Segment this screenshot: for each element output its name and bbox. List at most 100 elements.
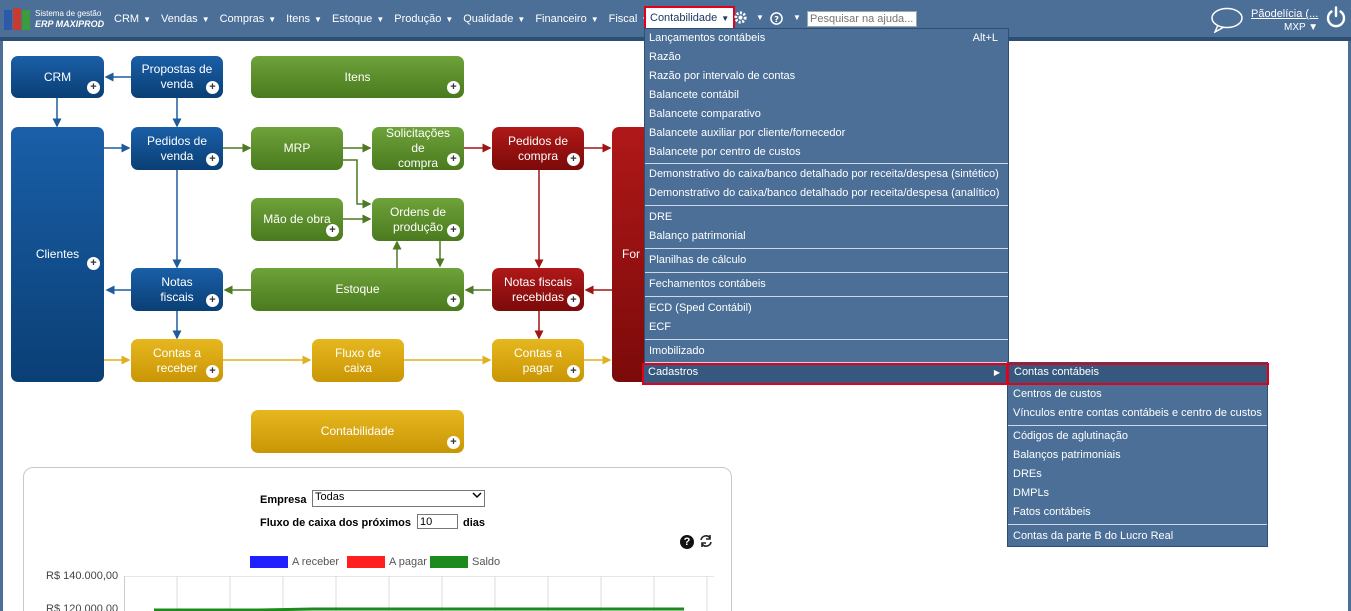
node-label: Mão de obra <box>263 212 331 226</box>
fluxo-label: Fluxo de caixa dos próximos <box>260 517 411 529</box>
maxiprod-logo[interactable] <box>4 8 32 30</box>
add-icon[interactable]: + <box>326 224 339 237</box>
node-contabilidade[interactable]: Contabilidade + <box>251 410 464 453</box>
menu-vendas[interactable]: Vendas▼ <box>161 13 210 25</box>
submenu-item-dmpls[interactable]: DMPLs <box>1008 484 1267 503</box>
menu-item-planilhas-calculo[interactable]: Planilhas de cálculo <box>645 251 1008 270</box>
menu-item-razao[interactable]: Razão <box>645 48 1008 67</box>
cadastros-submenu: Contas contábeis Centros de custos Víncu… <box>1007 362 1269 547</box>
submenu-item-vinculos[interactable]: Vínculos entre contas contábeis e centro… <box>1008 404 1267 423</box>
submenu-item-fatos-contabeis[interactable]: Fatos contábeis <box>1008 503 1267 522</box>
menu-item-razao-intervalo[interactable]: Razão por intervalo de contas <box>645 67 1008 86</box>
menu-item-balanco-patrimonial[interactable]: Balanço patrimonial <box>645 227 1008 246</box>
submenu-item-centros-custos[interactable]: Centros de custos <box>1008 385 1267 404</box>
menu-item-demonstrativo-analitico[interactable]: Demonstrativo do caixa/banco detalhado p… <box>645 184 1008 203</box>
add-icon[interactable]: + <box>206 294 219 307</box>
add-icon[interactable]: + <box>447 224 460 237</box>
menu-item-balancete-centro-custos[interactable]: Balancete por centro de custos <box>645 143 1008 162</box>
submenu-item-balancos-patrimoniais[interactable]: Balanços patrimoniais <box>1008 446 1267 465</box>
node-label: Fluxo de <box>334 345 382 360</box>
menu-separator <box>645 205 1008 206</box>
node-itens[interactable]: Itens + <box>251 56 464 98</box>
menu-item-balancete-contabil[interactable]: Balancete contábil <box>645 86 1008 105</box>
add-icon[interactable]: + <box>206 153 219 166</box>
menu-producao[interactable]: Produção▼ <box>394 13 453 25</box>
menu-item-ecd[interactable]: ECD (Sped Contábil) <box>645 299 1008 318</box>
menu-item-demonstrativo-sintetico[interactable]: Demonstrativo do caixa/banco detalhado p… <box>645 165 1008 184</box>
chevron-down-icon: ▼ <box>590 14 599 24</box>
node-label: Contas a <box>152 345 202 360</box>
chevron-down-icon[interactable]: ▼ <box>756 13 764 22</box>
submenu-item-contas-parte-b[interactable]: Contas da parte B do Lucro Real <box>1008 527 1267 546</box>
refresh-icon[interactable] <box>699 534 713 551</box>
add-icon[interactable]: + <box>206 81 219 94</box>
menu-itens[interactable]: Itens▼ <box>286 13 322 25</box>
days-input[interactable] <box>417 514 458 529</box>
power-icon[interactable] <box>1326 6 1346 33</box>
node-crm[interactable]: CRM + <box>11 56 104 98</box>
menu-qualidade[interactable]: Qualidade▼ <box>463 13 525 25</box>
node-label: compra <box>397 156 438 170</box>
node-mao-de-obra[interactable]: Mão de obra + <box>251 198 343 241</box>
node-mrp[interactable]: MRP <box>251 127 343 170</box>
menu-compras[interactable]: Compras▼ <box>220 13 277 25</box>
empresa-select[interactable]: Todas <box>312 490 485 507</box>
menu-item-label: ECF <box>649 321 671 333</box>
menu-item-balancete-comparativo[interactable]: Balancete comparativo <box>645 105 1008 124</box>
submenu-item-contas-contabeis[interactable]: Contas contábeis <box>1007 363 1269 385</box>
add-icon[interactable]: + <box>447 294 460 307</box>
add-icon[interactable]: + <box>447 81 460 94</box>
user-name-link[interactable]: Pãodelícia (... <box>1251 8 1319 20</box>
node-label: Estoque <box>335 282 380 296</box>
menu-item-balancete-auxiliar[interactable]: Balancete auxiliar por cliente/fornecedo… <box>645 124 1008 143</box>
chat-icon[interactable] <box>1210 7 1244 38</box>
chevron-down-icon <box>472 491 482 502</box>
menu-label: Qualidade <box>463 13 514 25</box>
menu-item-dre[interactable]: DRE <box>645 208 1008 227</box>
add-icon[interactable]: + <box>206 365 219 378</box>
submenu-item-dres[interactable]: DREs <box>1008 465 1267 484</box>
add-icon[interactable]: + <box>447 436 460 449</box>
menu-item-cadastros[interactable]: Cadastros▶ <box>642 363 1008 385</box>
company-selector[interactable]: MXP ▼ <box>1284 22 1319 33</box>
help-icon[interactable]: ? <box>770 12 783 28</box>
menu-item-fechamentos-contabeis[interactable]: Fechamentos contábeis <box>645 275 1008 294</box>
gear-icon[interactable] <box>733 10 748 28</box>
node-label: Ordens de <box>389 204 447 219</box>
add-icon[interactable]: + <box>567 153 580 166</box>
node-estoque[interactable]: Estoque + <box>251 268 464 311</box>
node-label: Contabilidade <box>320 424 395 438</box>
chevron-down-icon: ▼ <box>721 13 730 23</box>
submenu-item-codigos-aglutinacao[interactable]: Códigos de aglutinação <box>1008 427 1267 446</box>
help-icon[interactable]: ? <box>680 535 694 549</box>
main-menu: CRM▼ Vendas▼ Compras▼ Itens▼ Estoque▼ Pr… <box>114 6 736 30</box>
menu-estoque[interactable]: Estoque▼ <box>332 13 384 25</box>
node-clientes[interactable]: Clientes + <box>11 127 104 382</box>
chevron-down-icon[interactable]: ▼ <box>793 13 801 22</box>
help-search-input[interactable] <box>807 11 917 27</box>
add-icon[interactable]: + <box>567 294 580 307</box>
empresa-label: Empresa <box>260 494 307 506</box>
add-icon[interactable]: + <box>447 153 460 166</box>
add-icon[interactable]: + <box>567 365 580 378</box>
add-icon[interactable]: + <box>87 257 100 270</box>
menu-financeiro[interactable]: Financeiro▼ <box>535 13 598 25</box>
menu-label: Financeiro <box>535 13 587 25</box>
menu-item-imobilizado[interactable]: Imobilizado <box>645 342 1008 361</box>
menu-item-ecf[interactable]: ECF <box>645 318 1008 337</box>
chevron-down-icon: ▼ <box>201 14 210 24</box>
node-label: Itens <box>344 69 371 84</box>
add-icon[interactable]: + <box>87 81 100 94</box>
menu-crm[interactable]: CRM▼ <box>114 13 151 25</box>
